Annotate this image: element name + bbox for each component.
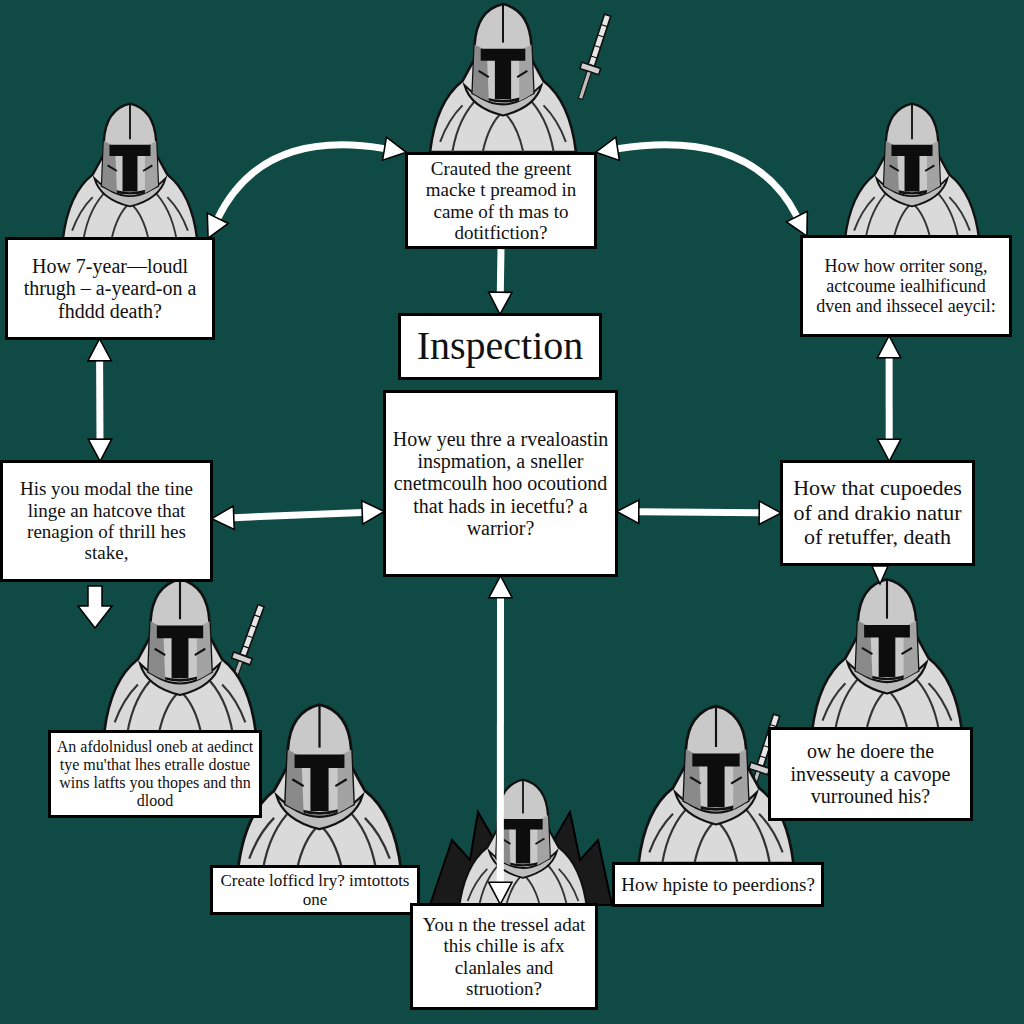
box-text: Crauted the greent macke t preamod in ca… [413,158,589,243]
question-box: How 7-year—loudl thrugh – a-yeard-on a f… [5,237,215,340]
box-text: You n the tressel adat this chille is af… [418,914,590,999]
box-text: An afdolnidusl oneb at aedinct tye mu'th… [56,738,254,810]
double-arrow [234,512,362,517]
double-arrow [497,598,504,882]
box-text: ow he doere the invesseuty a cavope vurr… [776,740,965,807]
question-box: How how orriter song, actcoume iealhific… [800,235,1012,337]
double-arrow [96,361,103,439]
question-box: An afdolnidusl oneb at aedinct tye mu'th… [48,730,262,818]
box-text: Create lofficd lry? imtottots one [218,871,412,909]
question-box: Create lofficd lry? imtottots one [210,865,420,915]
arrow [497,249,505,292]
question-box: How that cupoedes of and drakio natur of… [780,460,975,566]
title-box: Inspection [398,313,602,380]
question-box: His you modal the tine linge an hatcove … [0,460,213,582]
box-text: How yeu thre a rvealoastin inspmation, a… [391,428,610,540]
question-box: How hpiste to peerdions? [612,862,824,907]
double-arrow [618,145,797,217]
question-box: Crauted the greent macke t preamod in ca… [405,152,597,249]
box-text: How 7-year—loudl thrugh – a-yeard-on a f… [13,255,207,322]
box-text: His you modal the tine linge an hatcove … [8,478,205,563]
double-arrow [218,145,385,219]
question-box: You n the tressel adat this chille is af… [410,903,598,1010]
double-arrow [639,512,759,513]
question-box: ow he doere the invesseuty a cavope vurr… [768,727,973,821]
title-text: Inspection [406,324,594,369]
question-box: How yeu thre a rvealoastin inspmation, a… [383,390,618,577]
box-text: How hpiste to peerdions? [620,874,816,895]
box-text: How that cupoedes of and drakio natur of… [788,476,967,550]
box-text: How how orriter song, actcoume iealhific… [808,256,1004,316]
double-arrow [886,358,893,439]
